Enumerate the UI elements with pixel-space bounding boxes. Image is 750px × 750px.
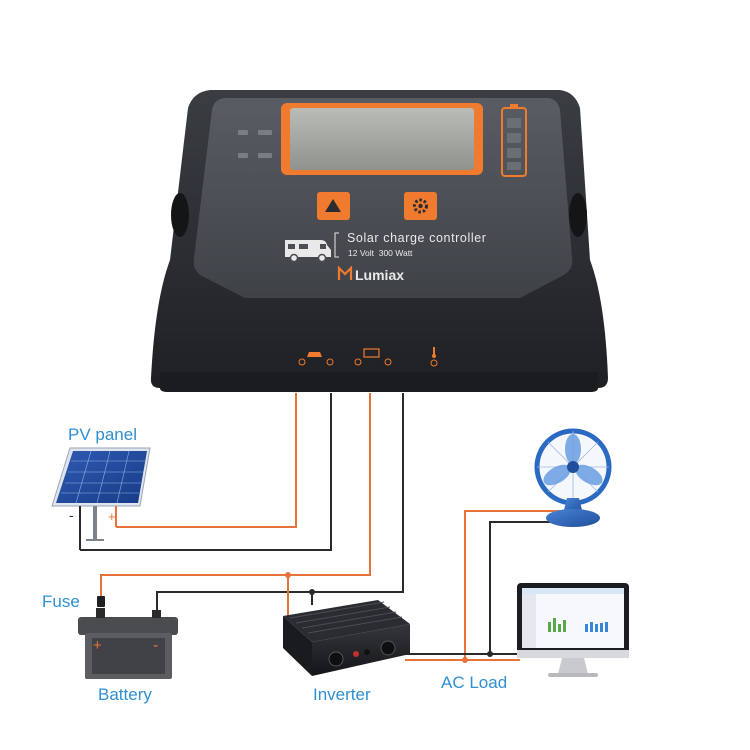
label-fuse: Fuse bbox=[42, 592, 80, 611]
terminal-bat-minus-icon bbox=[384, 358, 392, 366]
pv-panel-minus-sign: - bbox=[69, 507, 74, 523]
battery-face bbox=[92, 638, 165, 674]
wire-pv-positive bbox=[116, 393, 297, 528]
inverter-side bbox=[283, 616, 312, 676]
pv-panel-cells bbox=[56, 451, 147, 503]
inverter-fan-right bbox=[380, 640, 396, 656]
inverter-terminal-red bbox=[353, 651, 359, 657]
fan-base bbox=[546, 509, 600, 527]
junction-dot bbox=[462, 657, 468, 663]
status-led-3 bbox=[258, 130, 272, 135]
label-inverter: Inverter bbox=[313, 685, 371, 704]
battery-post-positive bbox=[96, 608, 105, 618]
brand-name: Lumiax bbox=[355, 267, 404, 283]
monitor-stand bbox=[558, 658, 588, 674]
pv-panel-plus-sign: + bbox=[108, 509, 116, 524]
pv-panel-grid bbox=[61, 450, 145, 504]
monitor-app-chart bbox=[548, 618, 566, 632]
monitor-chin bbox=[517, 650, 629, 658]
wire-junctions bbox=[285, 572, 493, 663]
battery bbox=[78, 596, 178, 679]
fuse bbox=[97, 596, 105, 607]
monitor bbox=[517, 583, 629, 677]
battery-minus-sign: - bbox=[153, 637, 158, 654]
up-arrow-button[interactable] bbox=[317, 192, 350, 220]
controller-base bbox=[160, 372, 598, 392]
terminal-icons bbox=[298, 347, 438, 367]
terminal-temp-icon bbox=[430, 359, 438, 367]
fan-blades bbox=[543, 434, 603, 486]
settings-gear-button[interactable] bbox=[404, 192, 437, 220]
fan-hub bbox=[567, 461, 579, 473]
label-bracket bbox=[334, 232, 339, 258]
pv-panel-stand bbox=[93, 506, 97, 540]
lumiax-logo-icon bbox=[337, 265, 353, 280]
label-pv-panel: PV panel bbox=[68, 425, 137, 444]
terminal-pv-plus-icon bbox=[298, 358, 306, 366]
monitor-app-header bbox=[522, 588, 624, 594]
monitor-app-sidebar bbox=[522, 594, 536, 648]
status-led-2 bbox=[238, 153, 248, 158]
side-grip-left bbox=[171, 193, 189, 237]
battery-post-negative bbox=[152, 610, 161, 618]
solar-panel-icon bbox=[307, 352, 322, 357]
monitor-screen bbox=[522, 588, 624, 648]
wire-battery-positive bbox=[100, 393, 371, 600]
fan bbox=[534, 428, 612, 527]
junction-dot bbox=[487, 651, 493, 657]
lcd-screen bbox=[290, 108, 474, 170]
inverter-terminal-black bbox=[364, 649, 370, 655]
junction-dot bbox=[285, 572, 291, 578]
wire-ac-orange bbox=[405, 510, 560, 661]
status-led-4 bbox=[258, 153, 272, 158]
up-arrow-button-icon bbox=[325, 199, 341, 212]
label-battery: Battery bbox=[98, 685, 152, 704]
settings-gear-button-icon bbox=[413, 198, 428, 214]
terminal-pv-minus-icon bbox=[326, 358, 334, 366]
wire-battery-negative bbox=[156, 393, 404, 618]
battery-level-icon bbox=[501, 104, 527, 177]
monitor-app-bars bbox=[585, 622, 608, 632]
battery-terminal-icon bbox=[363, 348, 380, 358]
controller-title: Solar charge controller bbox=[347, 231, 487, 245]
inverter bbox=[283, 600, 410, 676]
side-grip-right bbox=[569, 193, 587, 237]
wire-pv-negative bbox=[80, 393, 332, 551]
inverter-fins bbox=[289, 601, 403, 634]
status-led-1 bbox=[238, 130, 248, 135]
solar-charge-controller bbox=[150, 90, 608, 392]
rv-camper-icon bbox=[285, 240, 331, 263]
battery-lid bbox=[78, 617, 178, 635]
label-ac-load: AC Load bbox=[441, 673, 507, 692]
battery-plus-sign: + bbox=[93, 637, 102, 654]
monitor-foot bbox=[548, 673, 598, 677]
terminal-bat-plus-icon bbox=[354, 358, 362, 366]
controller-spec: 12 Volt 300 Watt bbox=[348, 248, 413, 258]
inverter-fan-left bbox=[328, 651, 344, 667]
pv-panel bbox=[51, 447, 151, 550]
wire-ac-black bbox=[405, 521, 555, 655]
thermometer-icon bbox=[432, 347, 436, 358]
junction-dot bbox=[309, 589, 315, 595]
